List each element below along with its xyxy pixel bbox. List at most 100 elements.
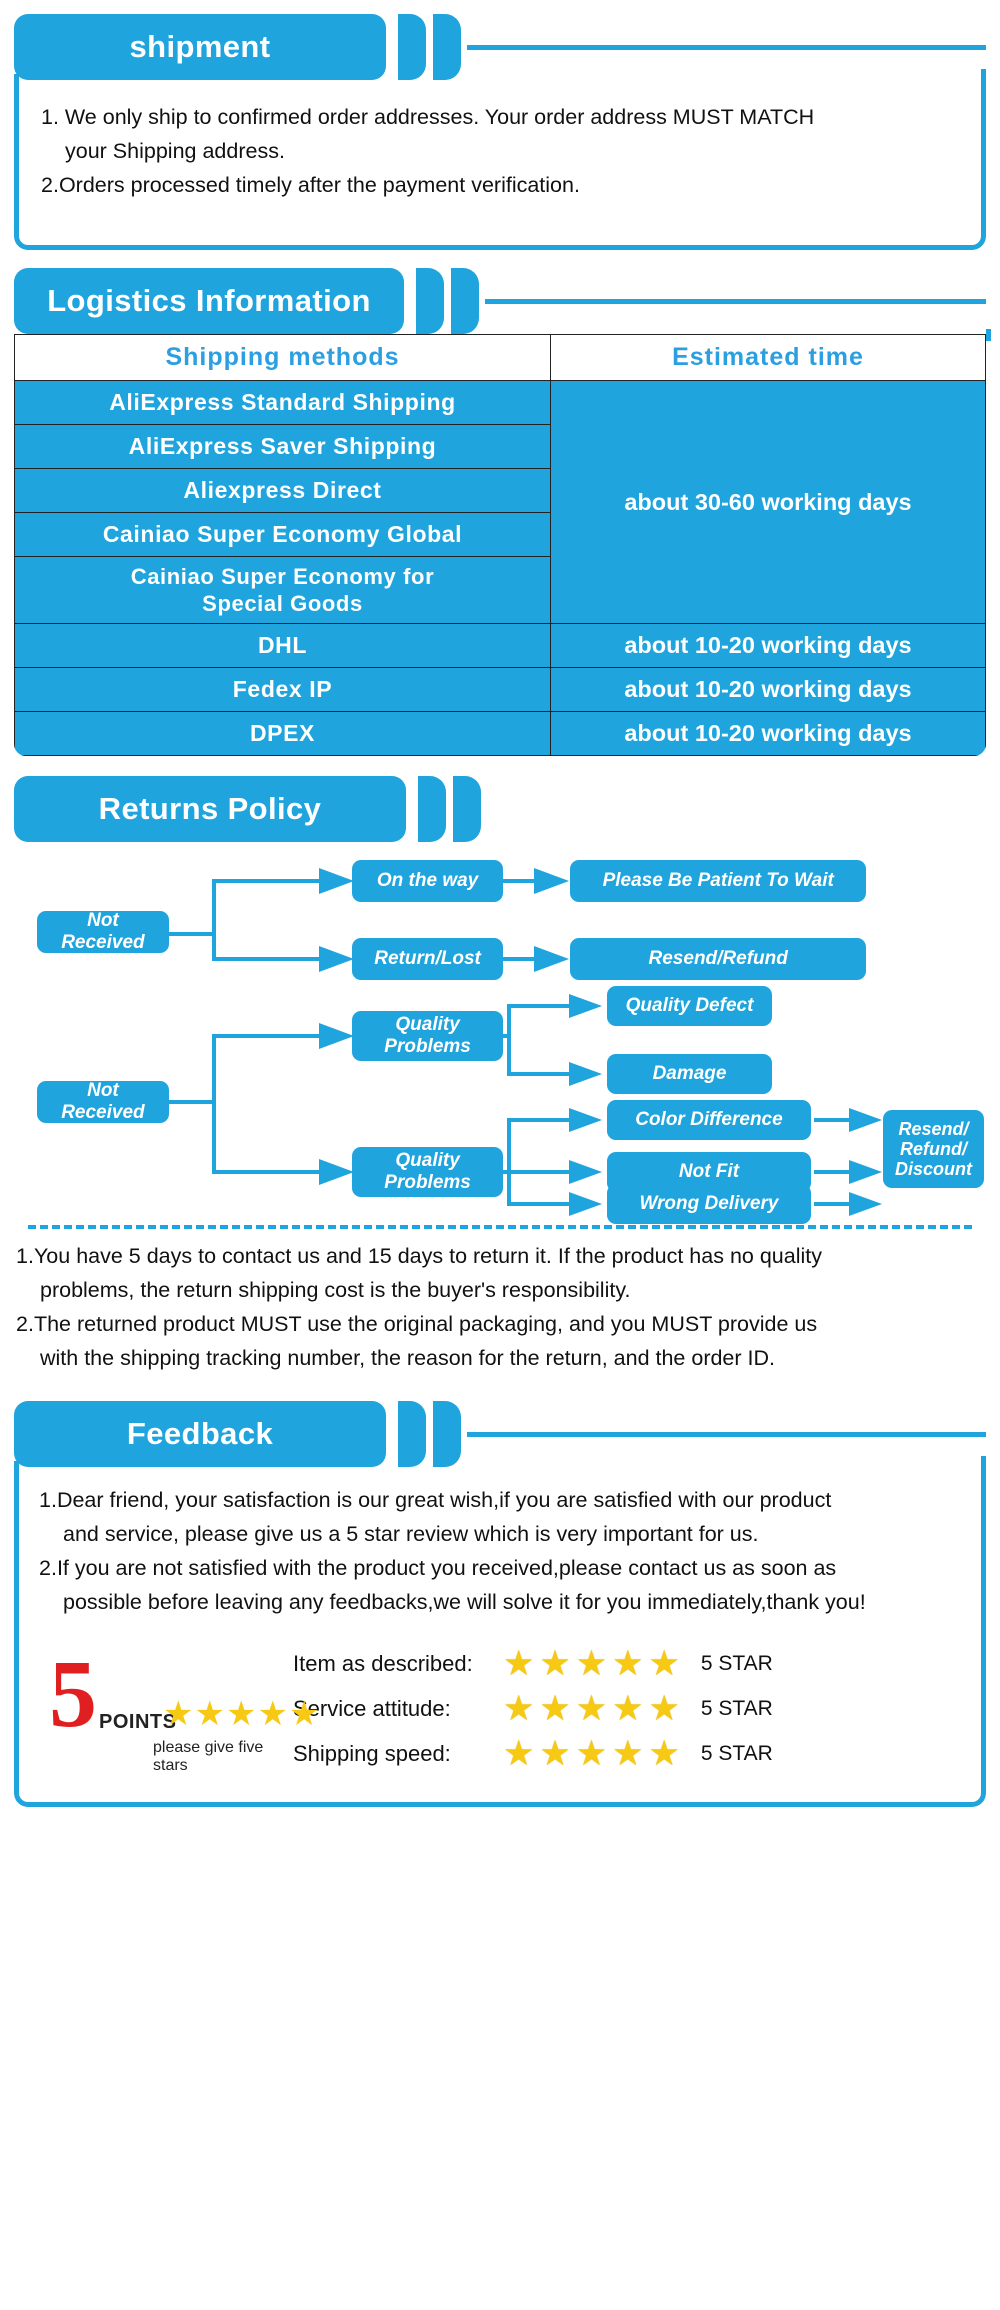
list-number: 2.	[41, 173, 59, 197]
header-rule	[467, 44, 986, 50]
header-rule	[485, 298, 986, 304]
feedback-list: 1. Dear friend, your satisfaction is our…	[39, 1483, 967, 1619]
list-text: We only ship to confirmed order addresse…	[64, 105, 815, 129]
returns-flowchart-top: Not Received On the way Return/Lost Plea…	[14, 856, 986, 986]
list-number: 2.	[16, 1312, 34, 1336]
header-rule	[467, 1431, 986, 1437]
rating-tag: 5 STAR	[700, 1651, 773, 1675]
list-text: Orders processed timely after the paymen…	[58, 173, 580, 197]
decor-d-shape-2	[453, 776, 481, 842]
list-item: your Shipping address.	[41, 134, 963, 168]
list-text: your Shipping address.	[65, 139, 285, 163]
feedback-rating-block: 5 POINTS ★★★★★ please give five stars It…	[39, 1641, 967, 1776]
list-text: You have 5 days to contact us and 15 day…	[33, 1244, 822, 1268]
list-text: and service, please give us a 5 star rev…	[63, 1522, 759, 1546]
shipment-body: 1. We only ship to confirmed order addre…	[14, 69, 986, 250]
list-text: The returned product MUST use the origin…	[33, 1312, 818, 1336]
flow-item-damage: Damage	[606, 1054, 773, 1094]
logistics-title: Logistics Information	[14, 268, 404, 334]
table-row: DHL about 10-20 working days	[14, 623, 986, 668]
five-digit: 5	[49, 1639, 97, 1747]
table-header-row: Shipping methods Estimated time	[14, 334, 986, 381]
cell-method: DHL	[14, 623, 551, 668]
cell-method: AliExpress Standard Shipping	[14, 380, 551, 425]
cell-method: Cainiao Super Economy for Special Goods	[14, 556, 551, 624]
decor-d-shape-1	[398, 14, 426, 80]
star-rating-icon: ★★★★★	[503, 1689, 685, 1728]
table-row: Aliexpress Direct	[14, 468, 986, 513]
logistics-table-wrap: Shipping methods Estimated time AliExpre…	[14, 334, 986, 756]
decor-d-shape-1	[416, 268, 444, 334]
list-item: 1. Dear friend, your satisfaction is our…	[39, 1483, 967, 1517]
rating-label: Item as described:	[293, 1650, 473, 1676]
cell-method: Aliexpress Direct	[14, 468, 551, 513]
section-returns: Returns Policy Not Received On the way R…	[14, 776, 986, 1375]
column-header-time: Estimated time	[549, 334, 986, 381]
list-number: 2.	[39, 1556, 57, 1580]
list-item: 1. We only ship to confirmed order addre…	[41, 100, 963, 134]
section-logistics: Logistics Information Shipping methods E…	[14, 268, 991, 756]
list-item: possible before leaving any feedbacks,we…	[39, 1585, 967, 1619]
flow-node-not-received: Not Received	[37, 910, 169, 953]
table-row: AliExpress Standard Shipping about 30-60…	[14, 380, 986, 624]
decor-d-shape-2	[433, 1401, 461, 1467]
cell-method: DPEX	[14, 711, 551, 756]
cell-method: AliExpress Saver Shipping	[14, 424, 551, 469]
logistics-table: Shipping methods Estimated time AliExpre…	[14, 334, 986, 756]
list-item: 2. If you are not satisfied with the pro…	[39, 1551, 967, 1585]
rating-row: Item as described: ★★★★★ 5 STAR	[293, 1641, 967, 1686]
list-text: If you are not satisfied with the produc…	[56, 1556, 837, 1580]
table-row: DPEX about 10-20 working days	[14, 711, 986, 756]
section-feedback: Feedback 1. Dear friend, your satisfacti…	[14, 1401, 986, 1807]
list-number: 1.	[39, 1488, 57, 1512]
shipment-header: shipment	[14, 14, 986, 80]
list-item: 1. You have 5 days to contact us and 15 …	[16, 1239, 984, 1273]
logistics-body: Shipping methods Estimated time AliExpre…	[14, 329, 991, 756]
returns-flowchart-bottom: Not Received Quality Problems Quality Pr…	[14, 986, 986, 1224]
points-label: POINTS	[99, 1710, 177, 1733]
cell-method: Fedex IP	[14, 667, 551, 712]
five-points-logo: 5 POINTS ★★★★★ please give five stars	[43, 1639, 319, 1774]
rating-row: Shipping speed: ★★★★★ 5 STAR	[293, 1731, 967, 1776]
list-text: with the shipping tracking number, the r…	[40, 1346, 775, 1370]
table-row: Fedex IP about 10-20 working days	[14, 667, 986, 712]
flow-final-resend-refund-discount: Resend/ Refund/ Discount	[882, 1110, 985, 1188]
rating-tag: 5 STAR	[700, 1741, 773, 1765]
returns-notes: 1. You have 5 days to contact us and 15 …	[14, 1229, 986, 1375]
star-rating-icon: ★★★★★	[503, 1644, 685, 1683]
flow-item-color-difference: Color Difference	[606, 1100, 812, 1140]
flow-node-on-the-way: On the way	[352, 860, 503, 902]
section-shipment: shipment 1. We only ship to confirmed or…	[14, 14, 986, 250]
flow-connectors	[154, 868, 569, 972]
feedback-header: Feedback	[14, 1401, 986, 1467]
cell-time: about 10-20 working days	[549, 667, 986, 712]
cell-time: about 30-60 working days	[549, 380, 986, 624]
decor-d-shape-2	[451, 268, 479, 334]
cell-time: about 10-20 working days	[549, 711, 986, 756]
flow-node-quality-problems-lower: Quality Problems	[352, 1147, 503, 1197]
rating-rows: Item as described: ★★★★★ 5 STAR Service …	[293, 1641, 967, 1776]
flow-item-quality-defect: Quality Defect	[606, 986, 773, 1026]
cell-time: about 10-20 working days	[549, 623, 986, 668]
flow-item-wrong-delivery: Wrong Delivery	[606, 1184, 812, 1224]
rating-label: Service attitude:	[293, 1695, 451, 1721]
flow-result-patient-wait: Please Be Patient To Wait	[569, 860, 867, 902]
list-item: 2. The returned product MUST use the ori…	[16, 1307, 984, 1341]
returns-header: Returns Policy	[14, 776, 986, 842]
list-item: and service, please give us a 5 star rev…	[39, 1517, 967, 1551]
flow-result-resend-refund: Resend/Refund	[569, 938, 867, 980]
logistics-header: Logistics Information	[14, 268, 986, 334]
feedback-body: 1. Dear friend, your satisfaction is our…	[14, 1456, 986, 1807]
table-row: AliExpress Saver Shipping	[14, 424, 986, 469]
flow-node-return-lost: Return/Lost	[352, 938, 503, 980]
flow-node-not-received-2: Not Received	[37, 1080, 169, 1123]
shipment-title: shipment	[14, 14, 386, 80]
cell-method: Cainiao Super Economy Global	[14, 512, 551, 557]
dashed-divider	[28, 1225, 972, 1229]
list-item: 2. Orders processed timely after the pay…	[41, 168, 963, 202]
list-number: 1.	[41, 105, 65, 129]
column-header-method: Shipping methods	[14, 334, 551, 381]
star-rating-icon: ★★★★★	[503, 1734, 685, 1773]
rating-label: Shipping speed:	[293, 1740, 451, 1766]
